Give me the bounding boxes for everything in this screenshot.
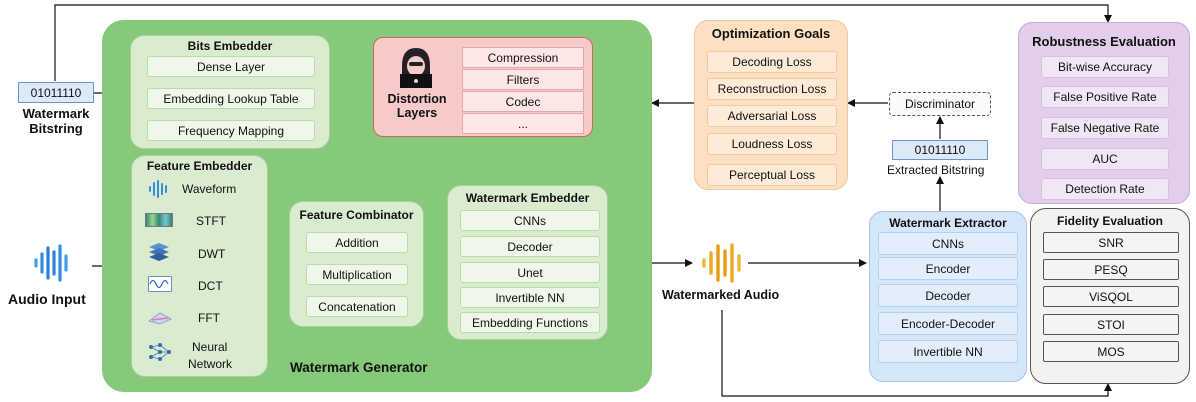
feature-embedder-title: Feature Embedder xyxy=(146,159,253,173)
neural-network-icon xyxy=(148,342,172,362)
watermarked-audio-icon xyxy=(700,242,744,284)
fidelity-title: Fidelity Evaluation xyxy=(1056,214,1164,228)
robustness-title: Robustness Evaluation xyxy=(1032,34,1176,49)
hacker-icon xyxy=(396,44,436,88)
feature-neural: Neural xyxy=(192,340,228,354)
combinator-multiplication: Multiplication xyxy=(306,264,408,285)
combinator-concatenation: Concatenation xyxy=(306,296,408,317)
bits-item-dense-layer: Dense Layer xyxy=(147,56,315,77)
fidelity-visqol: ViSQOL xyxy=(1043,286,1179,307)
optimization-title: Optimization Goals xyxy=(711,26,831,41)
extractor-encoder: Encoder xyxy=(878,257,1018,280)
rob-false-negative-rate: False Negative Rate xyxy=(1041,117,1169,139)
distortion-item-filters: Filters xyxy=(462,69,584,90)
opt-decoding-loss: Decoding Loss xyxy=(707,51,837,73)
embedder-unet: Unet xyxy=(460,262,600,283)
dct-icon xyxy=(148,276,172,292)
embedder-decoder: Decoder xyxy=(460,236,600,257)
watermark-embedder-title: Watermark Embedder xyxy=(465,191,590,205)
opt-loudness-loss: Loudness Loss xyxy=(707,133,837,155)
feature-embedder-panel: Feature Embedder Waveform STFT DWT DCT F… xyxy=(131,155,268,377)
distortion-title-line1: Distortion xyxy=(387,92,447,106)
extracted-bitstring-box: 01011110 xyxy=(892,140,988,160)
rob-bitwise-accuracy: Bit-wise Accuracy xyxy=(1041,56,1169,78)
distortion-title-line2: Layers xyxy=(396,106,438,120)
feature-dwt: DWT xyxy=(198,247,226,261)
rob-auc: AUC xyxy=(1041,148,1169,170)
discriminator-box: Discriminator xyxy=(889,92,991,116)
embedder-cnns: CNNs xyxy=(460,210,600,231)
audio-input-label: Audio Input xyxy=(8,291,86,307)
robustness-evaluation-panel: Robustness Evaluation Bit-wise Accuracy … xyxy=(1018,22,1190,204)
feature-combinator-panel: Feature Combinator Addition Multiplicati… xyxy=(289,201,424,327)
combinator-addition: Addition xyxy=(306,232,408,253)
feature-combinator-title: Feature Combinator xyxy=(299,208,414,222)
fidelity-pesq: PESQ xyxy=(1043,259,1179,280)
waveform-icon xyxy=(148,180,170,198)
extractor-decoder: Decoder xyxy=(878,284,1018,307)
feature-fft: FFT xyxy=(198,311,220,325)
fidelity-mos: MOS xyxy=(1043,341,1179,362)
extractor-title: Watermark Extractor xyxy=(889,216,1007,230)
fidelity-stoi: STOI xyxy=(1043,314,1179,335)
bits-embedder-panel: Bits Embedder Dense Layer Embedding Look… xyxy=(130,35,330,149)
opt-reconstruction-loss: Reconstruction Loss xyxy=(707,78,837,100)
rob-detection-rate: Detection Rate xyxy=(1041,178,1169,200)
distortion-item-codec: Codec xyxy=(462,91,584,112)
extractor-invertible-nn: Invertible NN xyxy=(878,340,1018,363)
rob-false-positive-rate: False Positive Rate xyxy=(1041,86,1169,108)
watermark-extractor-panel: Watermark Extractor CNNs Encoder Decoder… xyxy=(869,211,1027,382)
watermark-generator-title: Watermark Generator xyxy=(290,360,428,375)
watermark-embedder-panel: Watermark Embedder CNNs Decoder Unet Inv… xyxy=(447,185,608,340)
embedder-embedding-functions: Embedding Functions xyxy=(460,312,600,333)
fidelity-evaluation-panel: Fidelity Evaluation SNR PESQ ViSQOL STOI… xyxy=(1030,208,1190,384)
bits-item-frequency-mapping: Frequency Mapping xyxy=(147,120,315,141)
distortion-layers-panel: Distortion Layers Compression Filters Co… xyxy=(373,37,593,137)
watermark-bitstring-box: 01011110 xyxy=(18,82,94,103)
extracted-bitstring-label: Extracted Bitstring xyxy=(887,163,985,177)
bits-item-embedding-lookup: Embedding Lookup Table xyxy=(147,88,315,109)
feature-waveform: Waveform xyxy=(182,182,237,196)
opt-perceptual-loss: Perceptual Loss xyxy=(707,164,837,186)
dwt-icon xyxy=(148,242,170,262)
fidelity-snr: SNR xyxy=(1043,232,1179,253)
watermark-label-line2: Bitstring xyxy=(29,121,83,136)
bits-embedder-title: Bits Embedder xyxy=(187,39,273,53)
extractor-encoder-decoder: Encoder-Decoder xyxy=(878,312,1018,335)
distortion-title: Distortion Layers xyxy=(376,92,458,120)
embedder-invertible-nn: Invertible NN xyxy=(460,287,600,308)
stft-icon xyxy=(145,213,173,227)
opt-adversarial-loss: Adversarial Loss xyxy=(707,105,837,127)
audio-input-icon xyxy=(33,243,71,283)
feature-dct: DCT xyxy=(198,279,223,293)
distortion-item-compression: Compression xyxy=(462,47,584,68)
watermark-bitstring-label: Watermark Bitstring xyxy=(14,106,98,136)
watermark-label-line1: Watermark xyxy=(22,106,90,121)
optimization-goals-panel: Optimization Goals Decoding Loss Reconst… xyxy=(694,20,848,190)
fft-icon xyxy=(147,309,173,325)
feature-stft: STFT xyxy=(196,214,226,228)
feature-network: Network xyxy=(188,357,233,371)
extractor-cnns: CNNs xyxy=(878,232,1018,255)
watermarked-audio-label: Watermarked Audio xyxy=(662,288,780,302)
distortion-item-more: ... xyxy=(462,113,584,134)
